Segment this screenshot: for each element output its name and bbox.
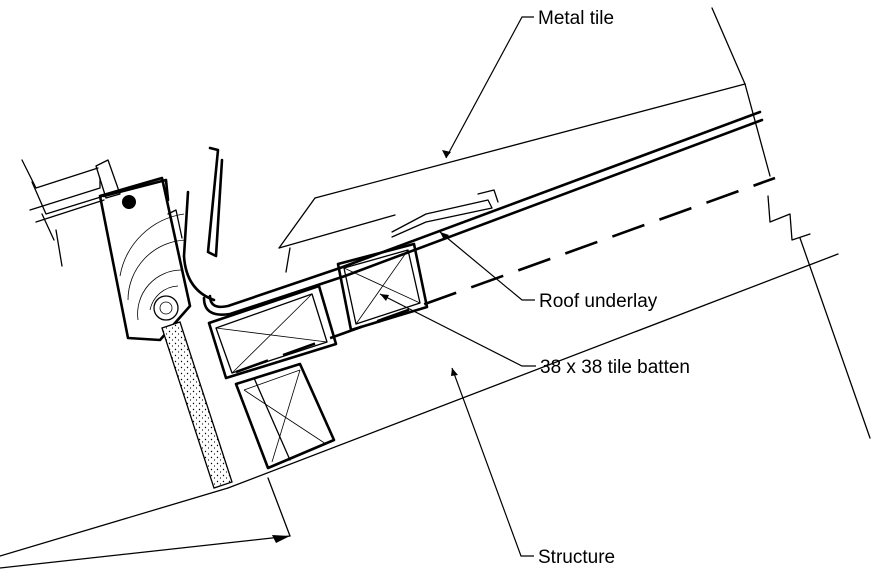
- label-roof-underlay: Roof underlay: [539, 291, 658, 312]
- label-tile-batten: 38 x 38 tile batten: [540, 357, 690, 378]
- cladding-board: [161, 321, 233, 489]
- leader-roof-underlay: [439, 231, 535, 301]
- tile-batten-1: [207, 284, 338, 380]
- label-structure: Structure: [538, 547, 615, 568]
- dimension-line: [0, 477, 291, 569]
- metal-tile: [278, 7, 771, 273]
- fascia-board: [98, 176, 192, 342]
- roof-underlay: [202, 110, 776, 374]
- counter-batten: [234, 362, 336, 470]
- leader-metal-tile: [442, 16, 534, 159]
- leader-tile-batten: [379, 293, 536, 367]
- structure-rafter: [0, 195, 871, 557]
- sealant-bead: [122, 195, 136, 209]
- label-metal-tile: Metal tile: [538, 8, 614, 29]
- leader-structure: [451, 367, 534, 557]
- wall-frame: [21, 159, 121, 267]
- gutter-clip: [167, 146, 224, 302]
- tile-batten-2: [336, 242, 429, 332]
